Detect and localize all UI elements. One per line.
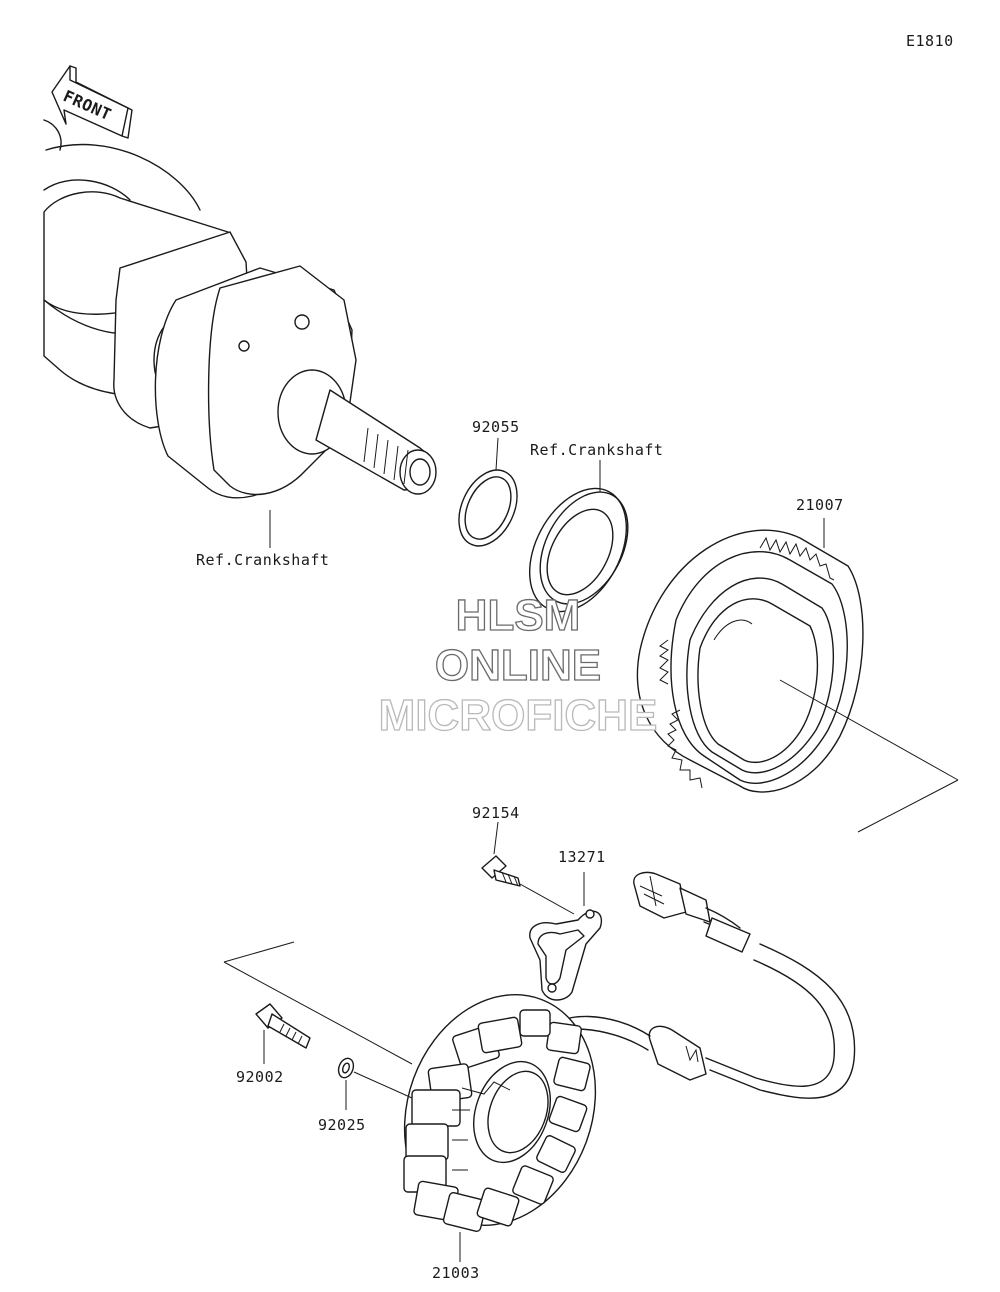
- bolt-92002: [255, 1003, 311, 1064]
- leader-line: [223, 941, 295, 963]
- bolt-92154: [481, 821, 575, 915]
- part-label-ref-crankshaft: Ref.Crankshaft: [530, 441, 663, 459]
- stator-cable: [539, 871, 856, 1099]
- part-label-21007: 21007: [796, 496, 844, 514]
- diagram-code: E1810: [906, 32, 954, 50]
- plate-13271: [529, 872, 603, 1001]
- washer-92025: [337, 1057, 413, 1110]
- part-label-92055: 92055: [472, 418, 520, 436]
- oil-seal: [528, 460, 629, 613]
- watermark-line: HLSM: [456, 591, 581, 640]
- part-label-21003: 21003: [432, 1264, 480, 1282]
- front-arrow-icon: FRONT: [51, 65, 133, 139]
- crankshaft-drawing: [43, 119, 437, 548]
- oring-92055: [458, 437, 518, 547]
- stator-21003: [403, 994, 597, 1262]
- flywheel-21007: [636, 518, 959, 833]
- part-label-13271: 13271: [558, 848, 606, 866]
- leader-line: [223, 961, 413, 1065]
- part-label-92154: 92154: [472, 804, 520, 822]
- watermark-line: ONLINE: [435, 641, 601, 690]
- part-label-ref-crankshaft: Ref.Crankshaft: [196, 551, 329, 569]
- part-label-92002: 92002: [236, 1068, 284, 1086]
- watermark-line: MICROFICHE: [379, 691, 658, 740]
- part-label-92025: 92025: [318, 1116, 366, 1134]
